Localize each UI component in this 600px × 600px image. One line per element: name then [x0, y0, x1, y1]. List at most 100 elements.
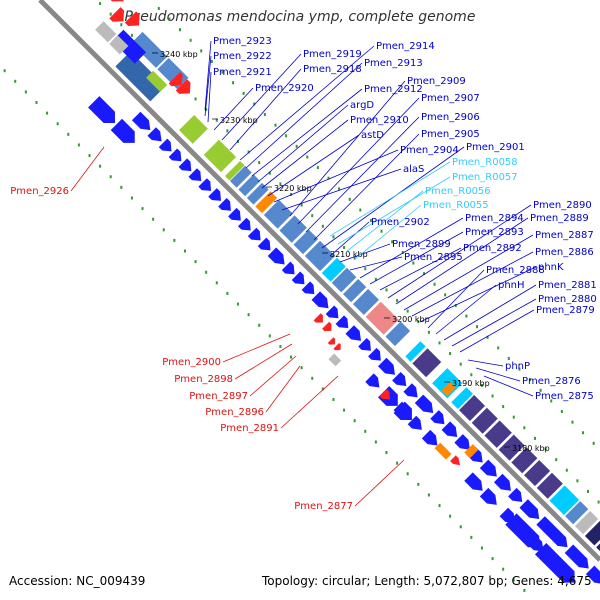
- gc-dot: [348, 197, 351, 201]
- cds-arrow: [414, 394, 434, 413]
- cds-arrow: [479, 487, 497, 505]
- leader-line: [234, 343, 293, 380]
- cog-feature: [364, 300, 400, 336]
- cog-feature: [384, 320, 411, 347]
- cds-arrow: [585, 565, 600, 584]
- gc-dot: [353, 256, 356, 260]
- gc-dot: [364, 267, 367, 271]
- cog-feature: [146, 70, 162, 87]
- cog-feature: [229, 165, 253, 189]
- leader-line: [329, 221, 370, 257]
- cds-arrow: [267, 247, 285, 265]
- leader-line: [239, 45, 375, 161]
- gc-dot: [338, 187, 341, 191]
- gc-dot: [512, 578, 515, 582]
- cog-feature: [153, 77, 168, 92]
- gene-label: Pmen_2888: [486, 265, 545, 276]
- leader-line: [354, 459, 405, 507]
- tick-label: 3240 kbp: [160, 50, 198, 59]
- gc-dot: [263, 113, 266, 117]
- gc-dot: [183, 249, 186, 253]
- leader-line: [419, 266, 537, 323]
- gc-dot: [507, 357, 510, 361]
- gc-dot: [279, 344, 282, 348]
- gc-dot: [306, 155, 309, 159]
- gc-dot: [385, 288, 388, 292]
- gc-dot: [343, 245, 346, 249]
- cds-arrow: [247, 227, 261, 241]
- gc-dot: [179, 28, 182, 32]
- red-feature: [110, 0, 124, 2]
- gene-label: Pmen_R0057: [452, 172, 518, 183]
- gc-dot: [459, 525, 462, 529]
- gc-dot: [295, 144, 298, 148]
- cds-arrow: [257, 237, 271, 251]
- gc-dot: [200, 49, 203, 53]
- gene-label: Pmen_2926: [10, 186, 69, 197]
- cds-arrow: [392, 371, 407, 387]
- leader-line: [267, 134, 360, 197]
- gc-dot: [438, 504, 441, 508]
- gc-dot: [396, 461, 399, 465]
- leader-line: [204, 55, 212, 117]
- gc-dot: [321, 387, 324, 391]
- cds-arrow: [301, 281, 315, 295]
- gc-dot: [247, 150, 250, 154]
- gc-dot: [258, 323, 261, 327]
- gc-dot: [523, 426, 526, 430]
- red-feature: [450, 455, 461, 466]
- gc-dot: [565, 468, 568, 472]
- cds-arrow: [158, 138, 172, 152]
- gene-label: astD: [361, 130, 384, 141]
- cds-arrow: [168, 148, 182, 162]
- leader-line: [70, 146, 105, 192]
- gc-dot: [576, 479, 579, 483]
- cog-feature: [202, 138, 237, 173]
- gc-dot: [380, 229, 383, 233]
- gc-dot: [268, 171, 271, 175]
- leader-line: [329, 161, 451, 237]
- gc-dot: [215, 281, 218, 285]
- leader-line: [403, 234, 534, 311]
- gene-labels: Pmen_2923Pmen_2922Pmen_2921Pmen_2920Pmen…: [10, 36, 596, 512]
- gc-dot: [109, 175, 112, 179]
- gc-dot: [130, 33, 133, 37]
- gc-dot: [152, 217, 155, 221]
- gc-dot: [427, 330, 430, 334]
- gene-label: Pmen_2902: [371, 217, 430, 228]
- leader-line: [359, 217, 464, 279]
- cds-arrow: [368, 347, 381, 361]
- gc-dot: [571, 420, 574, 424]
- gene-label: Pmen_2923: [213, 36, 272, 47]
- gc-dot: [226, 129, 229, 133]
- gc-dot: [300, 366, 303, 370]
- cds-arrow: [147, 127, 162, 142]
- cog-feature: [404, 340, 427, 363]
- gc-dot: [3, 69, 6, 73]
- gc-dot: [157, 6, 160, 10]
- gene-label: Pmen_2919: [303, 49, 362, 60]
- tick-label: 3200 kbp: [392, 315, 430, 324]
- leader-line: [265, 365, 301, 413]
- leader-line: [213, 87, 254, 131]
- cds-arrow: [508, 487, 523, 503]
- cds-arrow: [110, 118, 135, 143]
- gene-label: phnH: [498, 280, 525, 291]
- cds-arrow: [454, 434, 470, 450]
- gc-dot: [35, 101, 38, 105]
- tick-label: 3230 kbp: [220, 116, 258, 125]
- leader-line: [435, 284, 497, 335]
- cds-arrow: [467, 446, 483, 463]
- cds-arrow: [377, 357, 395, 375]
- gc-dot: [77, 143, 80, 147]
- gc-dot: [533, 436, 536, 440]
- cog-feature: [450, 386, 474, 410]
- gc-dot: [56, 122, 59, 126]
- leader-line: [345, 190, 424, 253]
- gene-label: Pmen_2914: [376, 41, 435, 52]
- gene-label: Pmen_2880: [538, 294, 597, 305]
- gene-label: Pmen_2909: [407, 76, 466, 87]
- gene-label: Pmen_2899: [392, 239, 451, 250]
- gc-dot: [268, 334, 271, 338]
- gene-label: Pmen_2887: [535, 230, 594, 241]
